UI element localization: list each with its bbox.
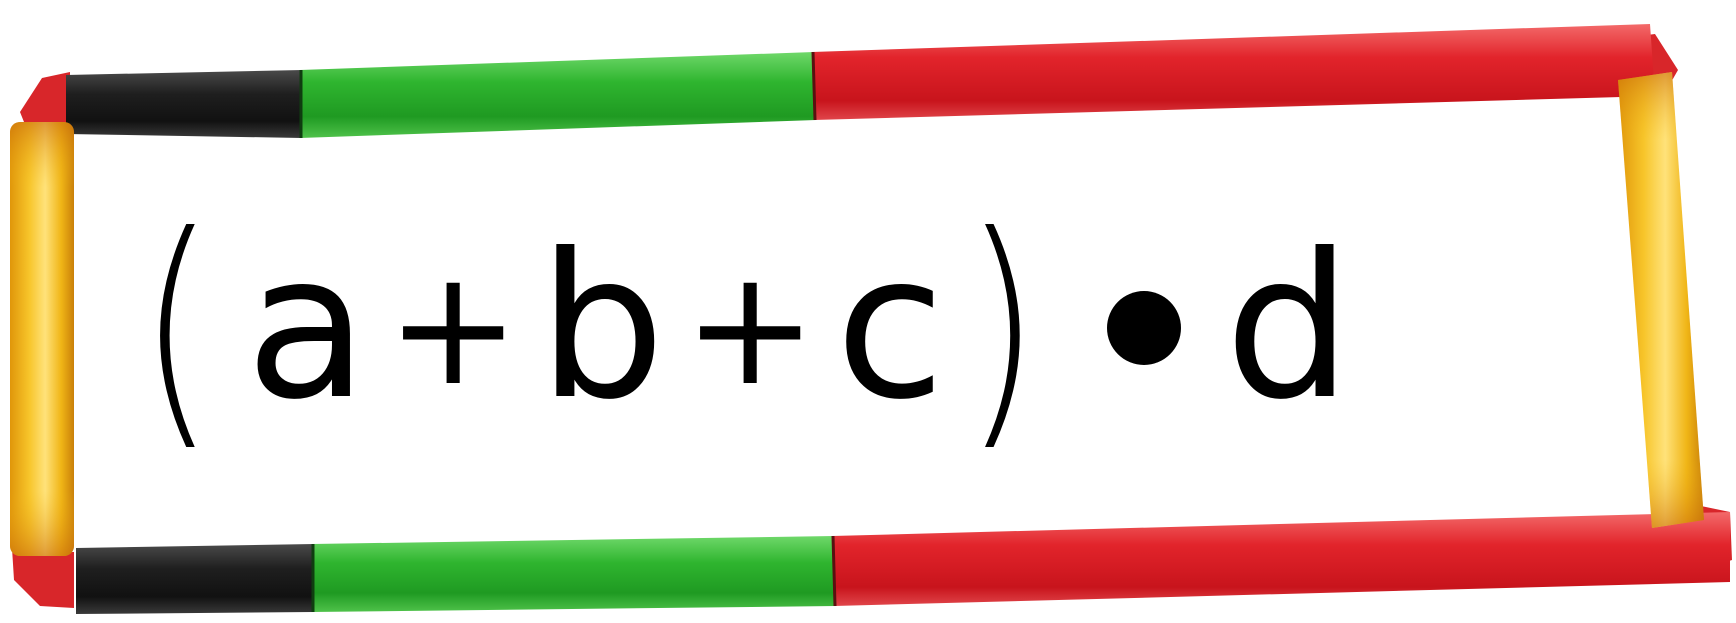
right-straw <box>1618 72 1704 528</box>
bottom-red-segment <box>832 512 1730 606</box>
bottom-black-segment <box>76 544 314 614</box>
open-parenthesis: ( <box>138 182 215 473</box>
close-parenthesis: ) <box>963 182 1040 473</box>
variable-c: c <box>835 211 946 444</box>
plus-sign-2: + <box>683 234 818 421</box>
bottom-straw <box>76 512 1730 614</box>
top-joint-2 <box>811 51 817 121</box>
corner-bottom-left <box>12 548 74 608</box>
formula: ( a + b + c ) d <box>128 178 1352 478</box>
multiplication-dot <box>1106 291 1181 365</box>
corner-top-left <box>20 72 70 132</box>
top-black-segment <box>66 70 302 138</box>
top-green-segment <box>300 52 816 138</box>
left-straw <box>10 122 74 556</box>
plus-sign-1: + <box>386 234 521 421</box>
variable-a: a <box>245 211 369 444</box>
bottom-joint-2 <box>831 535 837 607</box>
variable-d: d <box>1224 211 1352 444</box>
top-straw <box>66 24 1655 138</box>
top-red-segment <box>812 24 1655 120</box>
variable-b: b <box>538 211 666 444</box>
bottom-green-segment <box>312 536 836 612</box>
